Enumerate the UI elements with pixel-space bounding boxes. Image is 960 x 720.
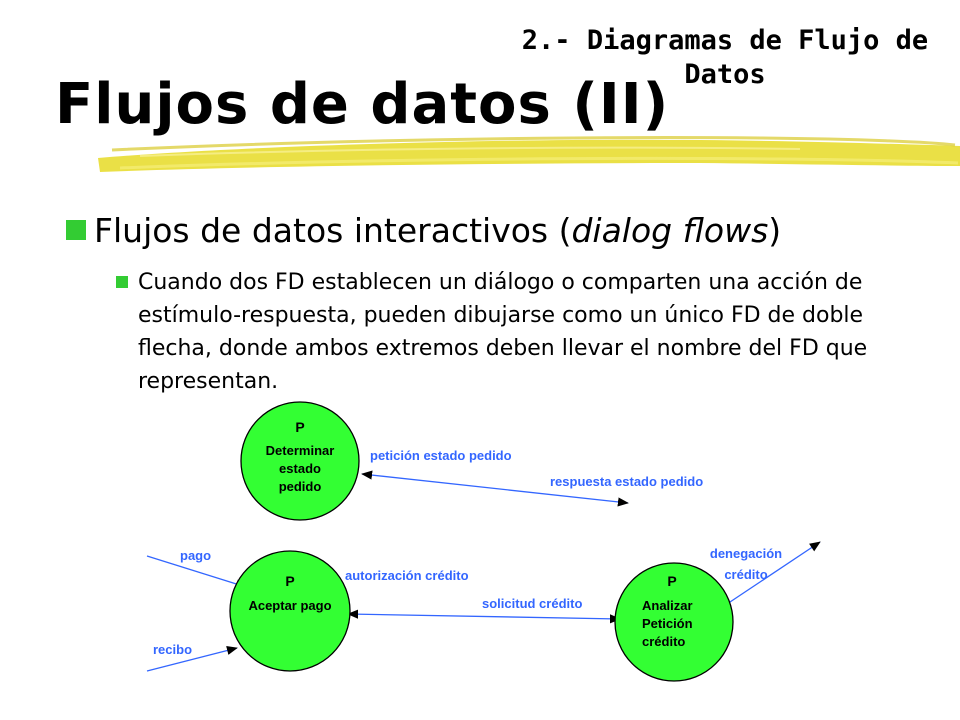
process-label-line: estado: [279, 461, 321, 476]
slide-title: Flujos de datos (II): [55, 72, 670, 137]
process-marker: P: [285, 573, 294, 589]
flow-label-solicitud: solicitud crédito: [482, 596, 582, 611]
bullet2-text: Cuando dos FD establecen un diálogo o co…: [138, 270, 868, 394]
section-title: 2.- Diagramas de Flujo de Datos: [521, 25, 929, 90]
flow-line-estado-pedido: [361, 470, 629, 507]
flow-label-respuesta: respuesta estado pedido: [550, 474, 703, 489]
bullet1-text-end: ): [768, 211, 782, 250]
flow-line-denegacion: [726, 541, 821, 605]
bullet-level-1: Flujos de datos interactivos (dialog flo…: [66, 208, 946, 254]
process-marker: P: [667, 573, 676, 589]
process-label-line: pedido: [279, 479, 322, 494]
process-determinar-estado-pedido: P Determinar estado pedido: [240, 401, 360, 521]
flow-label-pago: pago: [180, 548, 211, 563]
process-analizar-peticion-credito: P Analizar Petición crédito: [614, 562, 734, 682]
process-label-line: Analizar: [642, 598, 693, 613]
flow-label-denegacion: crédito: [724, 567, 767, 582]
process-label-line: Petición: [642, 616, 693, 631]
flow-line-pago: [146, 555, 247, 589]
process-aceptar-pago: P Aceptar pago: [229, 550, 351, 672]
bullet-square-icon: [116, 276, 128, 288]
process-marker: P: [295, 419, 304, 435]
flow-label-autorizacion: autorización crédito: [345, 568, 469, 583]
flow-label-peticion: petición estado pedido: [370, 448, 512, 463]
bullet-level-2: Cuando dos FD establecen un diálogo o co…: [116, 266, 896, 398]
process-label-line: crédito: [642, 634, 685, 649]
flow-label-denegacion: denegación: [710, 546, 782, 561]
flow-line-credito: [347, 609, 621, 624]
process-label-line: Aceptar pago: [248, 598, 331, 613]
bullet1-text: Flujos de datos interactivos (: [94, 211, 572, 250]
flow-label-recibo: recibo: [153, 642, 192, 657]
bullet1-italic-text: dialog flows: [571, 211, 769, 250]
bullet-square-icon: [66, 219, 86, 240]
flow-line-recibo: [146, 646, 238, 672]
process-label-line: Determinar: [266, 443, 335, 458]
